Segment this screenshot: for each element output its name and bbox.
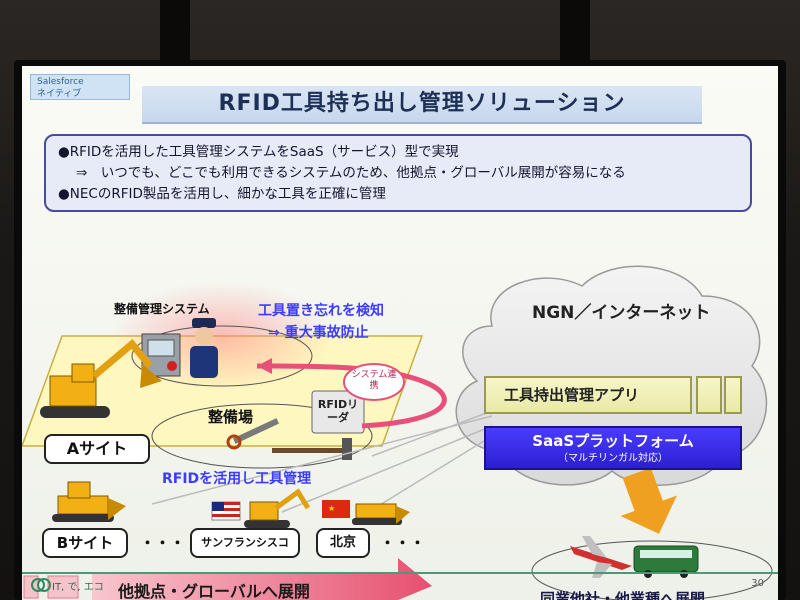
guard-person-icon xyxy=(190,318,218,378)
china-flag-icon: ★ xyxy=(322,500,350,518)
system-link-bubble xyxy=(343,363,405,401)
workshop-label: 整備場 xyxy=(208,408,254,426)
page-number: 30 xyxy=(751,578,764,589)
eco-logo-icon xyxy=(31,578,51,592)
footer-eco-text: IT, で, エコ xyxy=(52,582,104,593)
badge-line1: Salesforce xyxy=(37,77,84,87)
bulldozer-icon xyxy=(352,503,410,525)
bulldozer-icon xyxy=(52,481,126,522)
maintenance-terminal-icon xyxy=(141,333,181,377)
svg-text:★: ★ xyxy=(328,504,335,513)
global-expansion-label: 他拠点・グローバルへ展開 xyxy=(118,582,310,600)
rfid-reader-label: RFIDリーダ xyxy=(317,398,359,424)
bullet-1: ●RFIDを活用した工具管理システムをSaaS（サービス）型で実現 xyxy=(58,144,459,160)
site-b-box: Bサイト xyxy=(42,528,128,558)
excavator-icon xyxy=(40,339,162,418)
hammer-icon xyxy=(272,438,352,460)
saas-sublabel: （マルチリンガル対応） xyxy=(558,453,668,464)
usa-flag-icon xyxy=(211,501,241,521)
rfid-management-note: RFIDを活用し工具管理 xyxy=(162,471,312,487)
system-link-label: システム連携 xyxy=(351,370,397,391)
expand-down-arrow xyxy=(620,467,677,534)
bullet-2: ⇒ いつでも、どこでも利用できるシステムのため、他拠点・グローバル展開が容易にな… xyxy=(76,165,626,181)
site-b-label: Bサイト xyxy=(56,534,114,552)
slide-title-bar: RFID工具持ち出し管理ソリューション xyxy=(142,86,702,124)
wrench-icon xyxy=(226,418,280,450)
excavator-icon xyxy=(244,488,311,528)
site-a-box: Aサイト xyxy=(44,434,150,464)
rfid-reader-icon xyxy=(311,390,365,434)
detect-forgotten-tool-note: 工具置き忘れを検知 xyxy=(258,303,384,319)
airplane-icon xyxy=(570,536,632,578)
system-link-arrow xyxy=(256,358,447,429)
ellipsis-2: ・・・ xyxy=(380,534,426,552)
footer-divider xyxy=(22,572,778,574)
bullet-3: ●NECのRFID製品を活用し、細かな工具を正確に管理 xyxy=(58,186,386,202)
workshop-ellipse xyxy=(151,403,373,469)
maintenance-system-label: 整備管理システム xyxy=(114,302,210,316)
san-francisco-label: サンフランシスコ xyxy=(201,536,289,549)
maintenance-area-ellipse xyxy=(131,325,313,387)
prevent-accident-note: ⇒ 重大事故防止 xyxy=(268,325,369,341)
site-a-label: Aサイト xyxy=(66,439,128,458)
app-slot xyxy=(696,376,722,414)
background-pillar xyxy=(560,0,590,70)
beijing-label: 北京 xyxy=(329,535,356,550)
beijing-box: 北京 xyxy=(316,528,370,558)
app-label: 工具持出管理アプリ xyxy=(504,386,640,404)
slide-title: RFID工具持ち出し管理ソリューション xyxy=(218,91,626,116)
global-expansion-arrow xyxy=(23,558,432,600)
cloud-title: NGN／インターネット xyxy=(532,303,711,323)
other-industry-ellipse xyxy=(531,540,773,600)
san-francisco-box: サンフランシスコ xyxy=(190,528,300,558)
industry-expansion-label: 同業他社・他業種へ展開 xyxy=(540,590,706,600)
background-pillar xyxy=(160,0,190,70)
ellipsis-1: ・・・ xyxy=(140,534,186,552)
summary-box: ●RFIDを活用した工具管理システムをSaaS（サービス）型で実現 ⇒ いつでも… xyxy=(44,134,752,212)
badge-line2: ネイティブ xyxy=(37,89,82,99)
saas-platform-bar: SaaSプラットフォーム （マルチリンガル対応） xyxy=(484,426,742,470)
saas-label: SaaSプラットフォーム xyxy=(532,432,694,450)
presentation-slide: Salesforce ネイティブ RFID工具持ち出し管理ソリューション ●RF… xyxy=(22,66,778,600)
salesforce-native-badge: Salesforce ネイティブ xyxy=(30,74,130,100)
app-slot xyxy=(724,376,742,414)
tool-management-app-bar: 工具持出管理アプリ xyxy=(484,376,692,414)
solution-diagram: ★ xyxy=(22,216,778,600)
network-lines xyxy=(151,410,493,517)
